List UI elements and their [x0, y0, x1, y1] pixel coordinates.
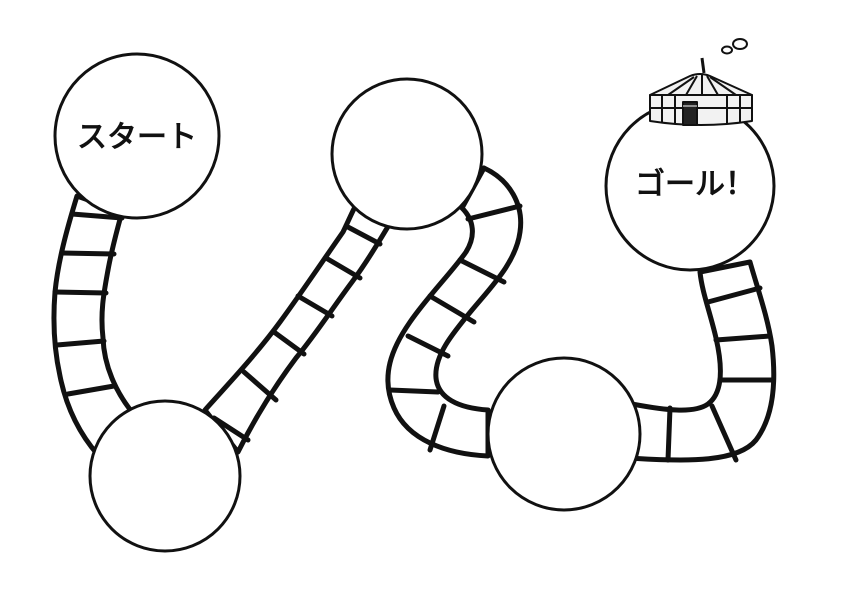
yurt-door — [682, 101, 698, 126]
node-start[interactable]: スタート — [53, 52, 221, 220]
track-node-4-to-goal — [627, 259, 777, 463]
track-cell-divider — [387, 387, 441, 395]
node-2[interactable] — [88, 399, 242, 553]
smoke-puff-icon — [721, 45, 733, 55]
track-cell-divider — [405, 333, 451, 359]
goal-label: ゴール！ — [635, 167, 755, 202]
track-cell-divider — [705, 285, 763, 305]
track-cell-divider — [69, 211, 125, 221]
track-cell-divider — [295, 293, 335, 319]
track-cell-divider — [271, 329, 307, 357]
track-cell-divider — [427, 293, 477, 325]
track-node-3-to-node-4 — [385, 165, 524, 459]
node-goal[interactable]: ゴール！ — [604, 100, 776, 272]
track-cell-divider — [427, 403, 447, 453]
track-cell-divider — [709, 403, 739, 463]
track-node-2-to-node-3 — [202, 202, 395, 455]
track-cell-divider — [241, 369, 279, 403]
track-cell-divider — [343, 223, 383, 247]
track-cell-divider — [54, 338, 107, 348]
smoke-puff-icon — [732, 38, 748, 50]
start-label: スタート — [77, 120, 197, 155]
node-3[interactable] — [330, 77, 484, 231]
track-cell-divider — [65, 383, 117, 397]
track-cell-divider — [211, 415, 251, 443]
track-cell-divider — [457, 257, 507, 285]
track-cell-divider — [465, 203, 523, 222]
track-cell-divider — [323, 255, 363, 281]
track-cell-divider — [52, 289, 109, 296]
track-cell-divider — [665, 405, 673, 463]
track-cell-divider — [713, 333, 773, 343]
node-4[interactable] — [486, 356, 642, 512]
track-cell-divider — [59, 250, 117, 257]
yurt-icon — [649, 38, 753, 126]
